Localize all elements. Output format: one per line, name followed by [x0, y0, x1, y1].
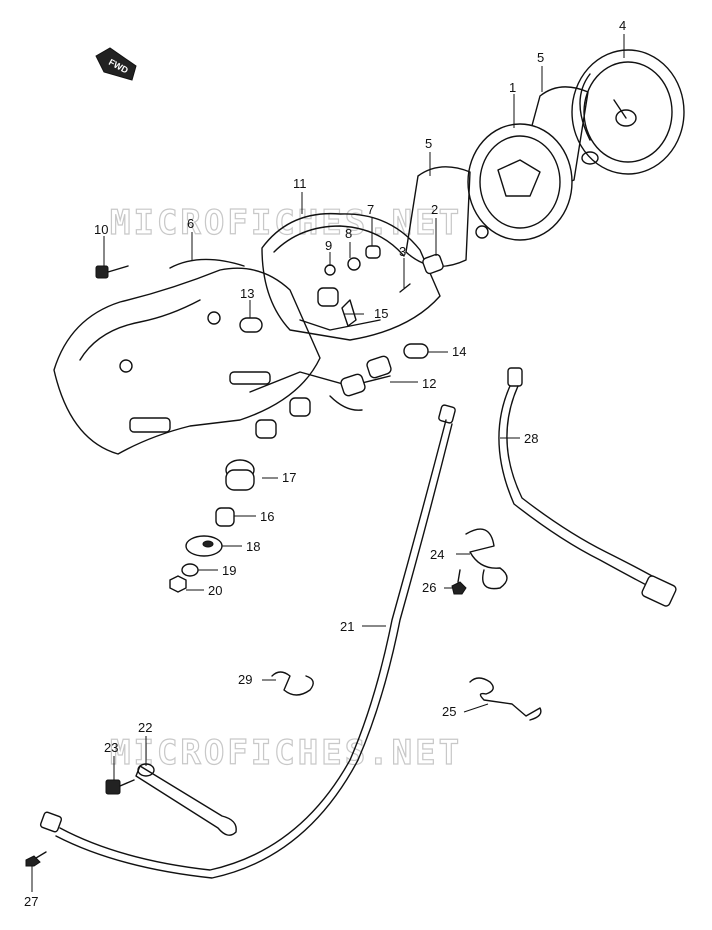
nut-9 — [324, 264, 336, 276]
washer-19 — [181, 563, 199, 577]
callout-19: 19 — [222, 563, 236, 578]
tachometer-cable — [498, 367, 677, 607]
callout-21: 21 — [340, 619, 354, 634]
grommet-7 — [365, 245, 381, 259]
forward-direction-badge: FWD — [95, 47, 137, 81]
callout-26: 26 — [422, 580, 436, 595]
screw-26 — [451, 569, 467, 595]
screw-3 — [399, 283, 411, 293]
bulb-socket-harness — [249, 355, 392, 439]
callout-17: 17 — [282, 470, 296, 485]
bolt-10 — [95, 265, 129, 279]
callout-5-upper: 5 — [537, 50, 544, 65]
forward-arrow-icon — [95, 47, 137, 81]
callout-7: 7 — [367, 202, 374, 217]
meter-case-middle — [261, 212, 441, 341]
callout-11: 11 — [293, 176, 307, 191]
callout-4: 4 — [619, 18, 626, 33]
spacer-16 — [215, 507, 235, 527]
wire-clip-25 — [469, 677, 542, 721]
speedometer-cable — [39, 404, 456, 879]
callout-20: 20 — [208, 583, 222, 598]
leader-lines — [31, 34, 625, 892]
callout-1: 1 — [509, 80, 516, 95]
watermark-bottom: MICROFICHES.NET — [110, 733, 462, 773]
screw-15 — [341, 299, 357, 327]
callout-29: 29 — [238, 672, 252, 687]
clip-24 — [465, 528, 508, 590]
callout-8: 8 — [345, 226, 352, 241]
callout-14: 14 — [452, 344, 466, 359]
callout-13: 13 — [240, 286, 254, 301]
mount-stack — [169, 459, 255, 593]
bulb-13 — [239, 317, 263, 333]
small-parts — [95, 245, 444, 359]
callout-10: 10 — [94, 222, 108, 237]
callout-2: 2 — [431, 202, 438, 217]
callout-15: 15 — [374, 306, 388, 321]
knob-2 — [422, 253, 444, 275]
callout-27: 27 — [24, 894, 38, 909]
meter-case-lower — [53, 258, 321, 455]
callout-24: 24 — [430, 547, 444, 562]
bolt-23 — [105, 779, 135, 795]
nut-20 — [169, 575, 187, 593]
callout-numbers: 4 5 1 5 2 7 8 9 11 6 10 13 3 14 15 12 17… — [24, 18, 626, 909]
callout-18: 18 — [246, 539, 260, 554]
bulb-14 — [403, 343, 429, 359]
socket-upper — [317, 287, 339, 307]
callout-16: 16 — [260, 509, 274, 524]
screw-27 — [25, 851, 47, 867]
callout-25: 25 — [442, 704, 456, 719]
wire-clip-29 — [271, 671, 314, 696]
callout-6: 6 — [187, 216, 194, 231]
callout-28: 28 — [524, 431, 538, 446]
cable-clamp-22 — [135, 763, 237, 836]
callout-23: 23 — [104, 740, 118, 755]
gauge-bezel-ring-lower — [405, 166, 471, 268]
callout-22: 22 — [138, 720, 152, 735]
callout-5-lower: 5 — [425, 136, 432, 151]
tachometer-gauge — [571, 49, 685, 175]
callout-3: 3 — [399, 244, 406, 259]
speedometer-gauge — [467, 123, 573, 241]
callout-9: 9 — [325, 238, 332, 253]
watermark-top: MICROFICHES.NET — [110, 203, 462, 243]
washer-8 — [347, 257, 361, 271]
callout-12: 12 — [422, 376, 436, 391]
